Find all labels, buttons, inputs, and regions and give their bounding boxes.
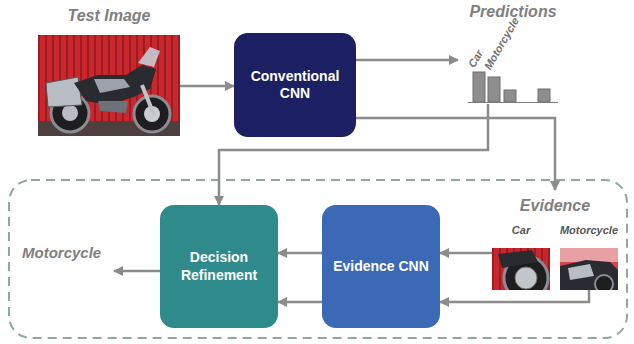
flow-arrow xyxy=(356,59,458,62)
box-label: Decision Refinement xyxy=(168,249,270,284)
evidence-crop-motorcycle xyxy=(560,248,618,293)
box-label: Evidence CNN xyxy=(333,258,429,276)
heading-label: Car xyxy=(512,224,530,237)
output-arrow xyxy=(114,270,160,273)
evidence-group: EvidenceCar Motorcycle xyxy=(488,190,622,294)
flow-arrow xyxy=(180,85,234,88)
flow-arrow xyxy=(278,301,322,304)
flow-arrow xyxy=(278,252,322,255)
test-image: Test Image xyxy=(38,6,180,136)
dashed-region xyxy=(9,180,627,338)
flow-arrow xyxy=(440,290,589,302)
process-box: Conventional CNN xyxy=(234,33,356,137)
evidence-crop-car xyxy=(492,248,550,300)
flow-arrow xyxy=(356,118,555,190)
heading-label: Evidence xyxy=(520,196,590,215)
output-label: Motorcycle xyxy=(22,244,101,262)
prediction-bars xyxy=(468,72,558,103)
process-box: Evidence CNN xyxy=(322,205,440,328)
test-photo xyxy=(38,35,180,136)
evidence-crop: Motorcycle xyxy=(558,224,621,290)
process-box: Decision Refinement xyxy=(160,205,278,328)
heading-label: Test Image xyxy=(68,6,151,25)
evidence-crop: Car xyxy=(492,224,550,290)
heading-label: Motorcycle xyxy=(560,224,618,237)
box-label: Conventional CNN xyxy=(242,68,348,103)
flow-arrow xyxy=(440,252,492,255)
bar-label: Motorcycle xyxy=(482,15,522,72)
